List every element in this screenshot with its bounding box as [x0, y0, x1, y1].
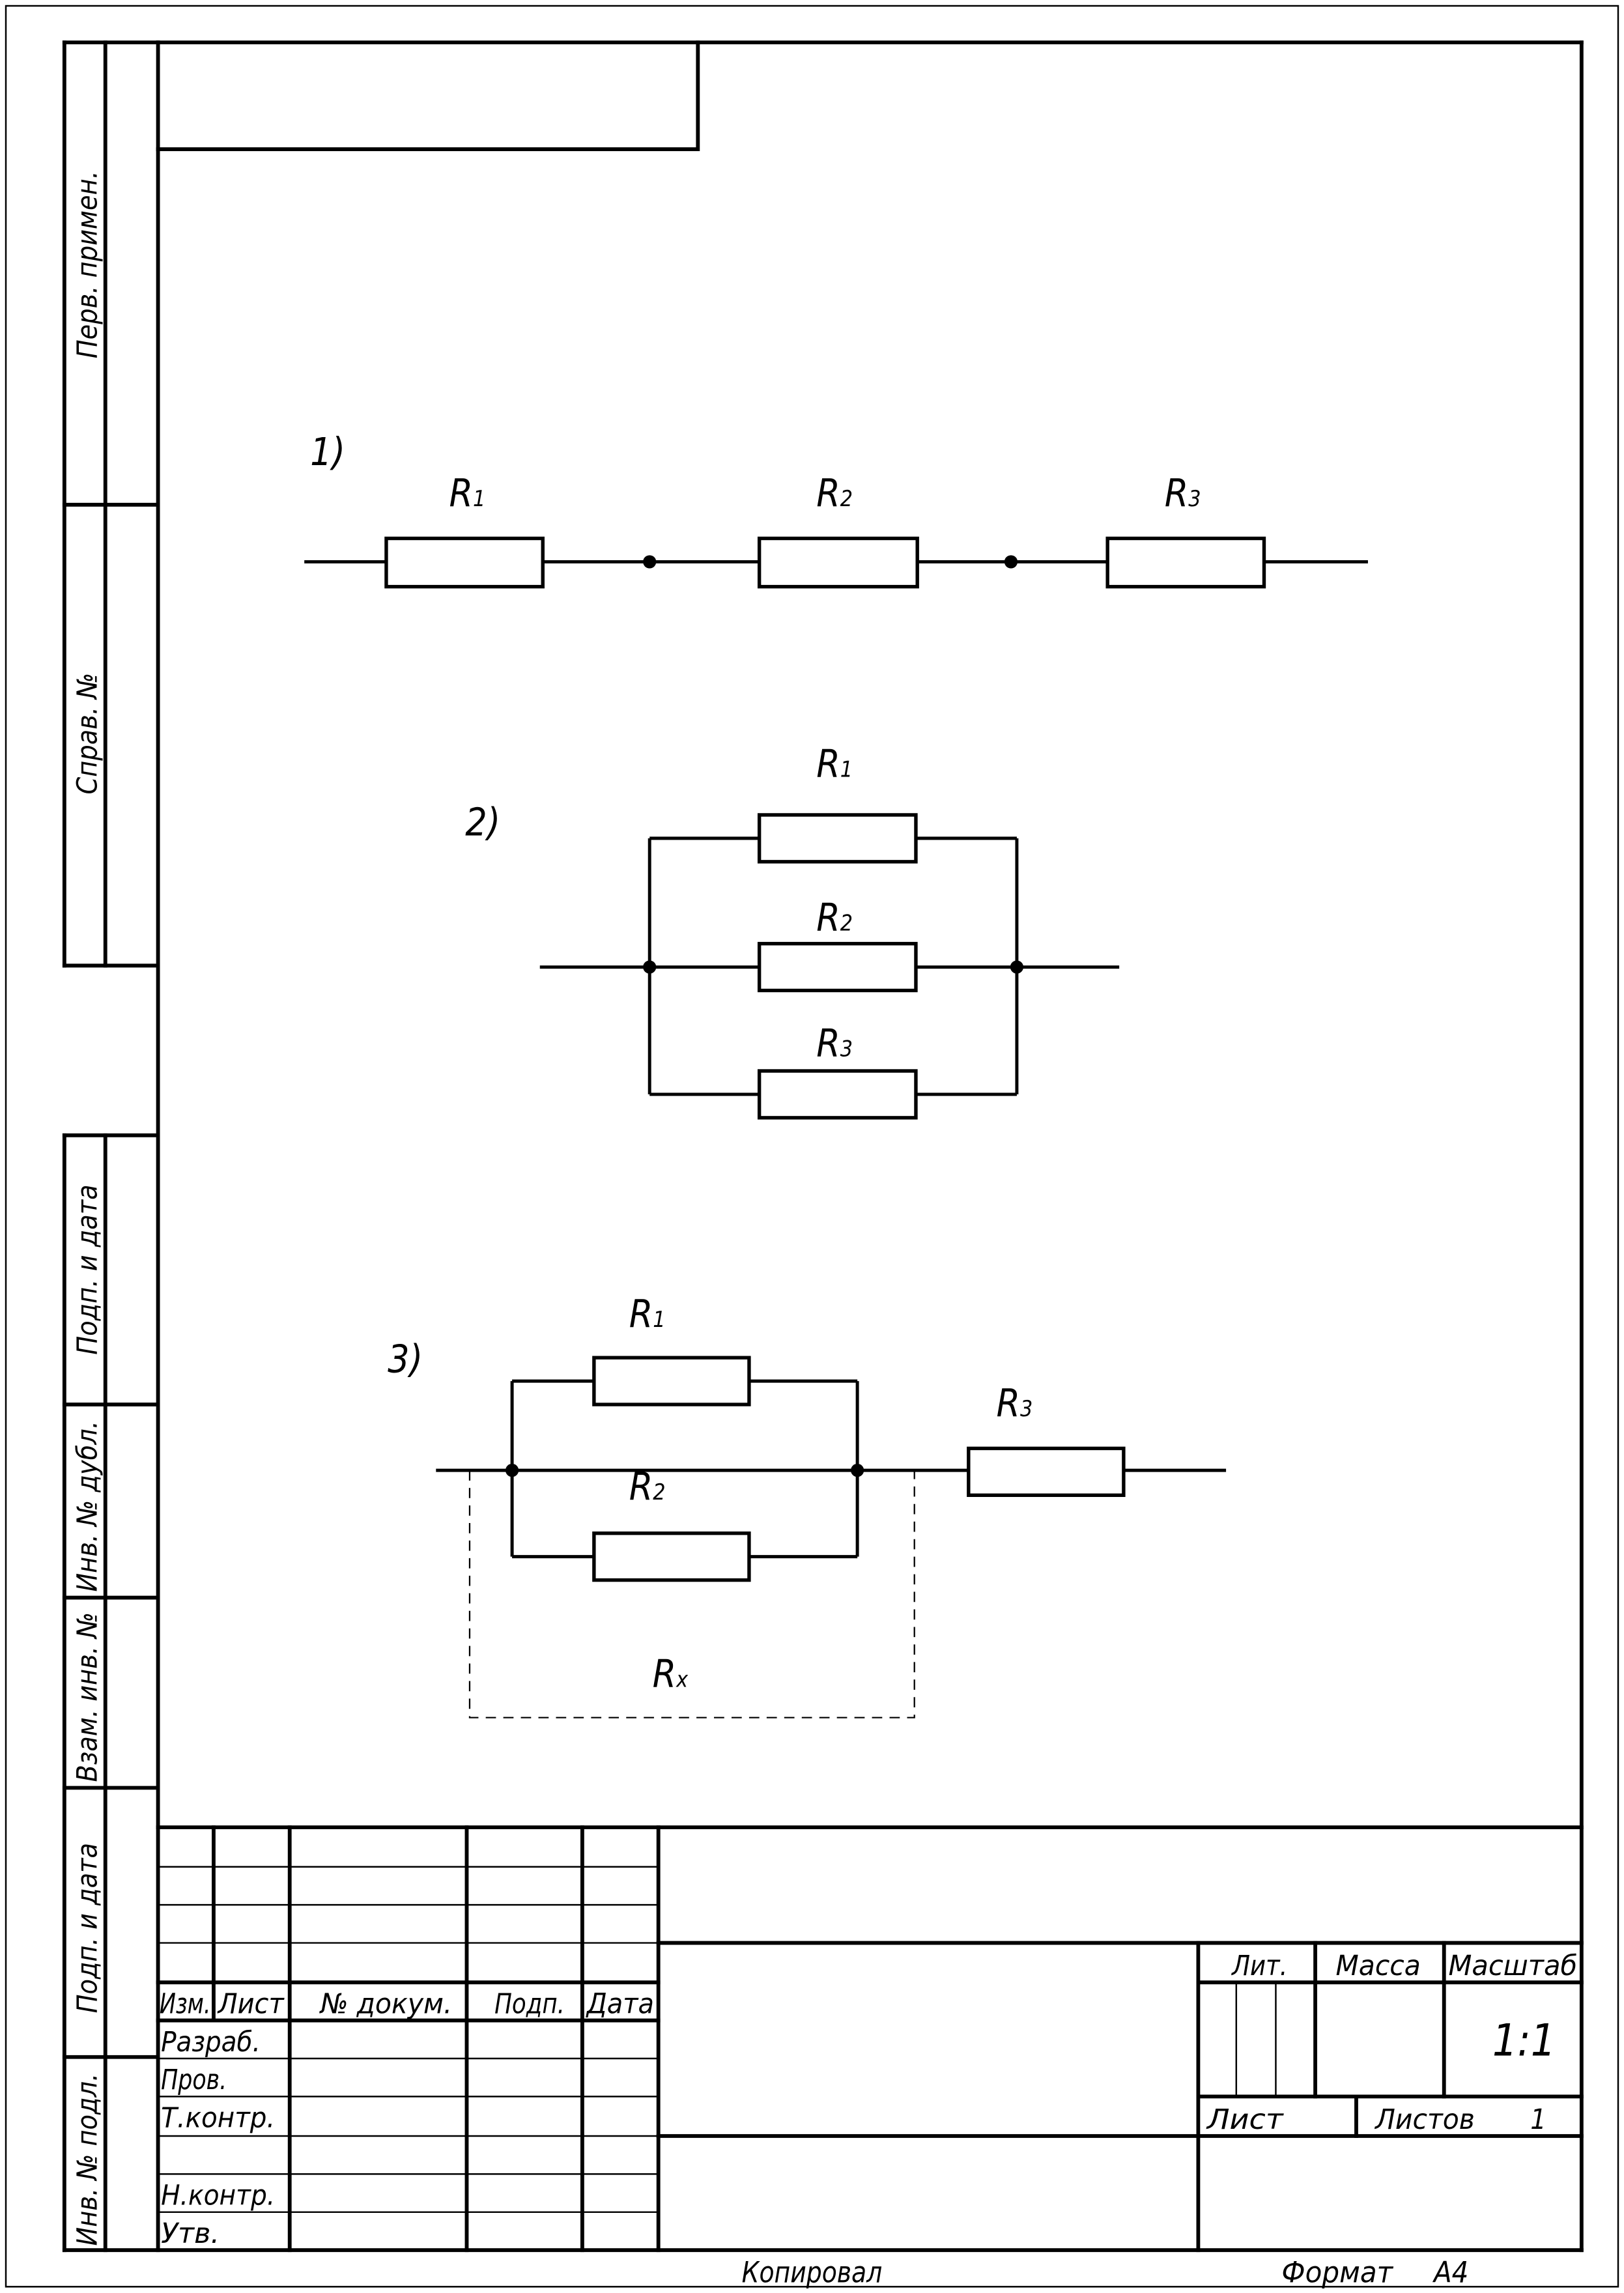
r2-subscript: 2 [653, 1479, 665, 1505]
title-block: Изм. Лист № докум. Подп. Дата Разраб. Пр… [156, 1825, 1584, 2253]
r3-label: R [1165, 471, 1188, 515]
circuit-2-parallel: 2) R1 R2 R3 [465, 742, 1120, 1120]
svg-text:R2: R2 [816, 471, 853, 515]
sheet-label: Лист [1205, 2103, 1284, 2136]
r1-label: R [629, 1292, 653, 1336]
r3-label: R [996, 1381, 1019, 1425]
resistor-r3 [967, 1446, 1126, 1498]
massa-label: Масса [1336, 1950, 1421, 1982]
kopiroval-label: Копировал [742, 2255, 883, 2290]
role-razrab: Разраб. [161, 2026, 261, 2058]
r3-subscript: 3 [1020, 1396, 1033, 1421]
footer: Копировал Формат A4 [742, 2255, 1469, 2290]
r3-subscript: 3 [1188, 486, 1201, 511]
role-utv: Утв. [161, 2217, 220, 2250]
resistor-r1 [757, 813, 918, 864]
rx-label: R [653, 1652, 676, 1696]
r1-label: R [449, 471, 473, 515]
main-frame [62, 40, 1584, 2253]
outer-border [5, 5, 1619, 2288]
r1-subscript: 1 [653, 1307, 665, 1332]
sheets-label: Листов [1374, 2103, 1475, 2136]
svg-text:R3: R3 [996, 1381, 1033, 1425]
header-izm: Изм. [160, 1987, 211, 2020]
junction-dot [1004, 555, 1018, 569]
header-data: Дата [586, 1987, 654, 2020]
circuit-3-label: 3) [388, 1337, 423, 1382]
svg-text:R3: R3 [1165, 471, 1201, 515]
r2-label: R [816, 895, 840, 939]
side-labels: Перв. примен. Справ. № Подп. и дата Инв.… [71, 171, 104, 2245]
circuit-1-label: 1) [310, 430, 345, 474]
resistor-r1 [592, 1356, 751, 1406]
label-perv-primen: Перв. примен. [71, 171, 104, 358]
svg-text:R2: R2 [629, 1464, 666, 1509]
svg-text:R3: R3 [816, 1021, 853, 1066]
r3-subscript: 3 [840, 1036, 853, 1062]
r1-subscript: 1 [840, 757, 853, 782]
header-doc-no: № докум. [319, 1987, 452, 2020]
resistor-r2 [757, 536, 919, 589]
format-value: A4 [1432, 2255, 1468, 2290]
svg-text:R1: R1 [816, 742, 853, 786]
resistor-r2 [592, 1531, 751, 1582]
r2-subscript: 2 [840, 910, 853, 935]
scale-value: 1:1 [1492, 2014, 1556, 2066]
r2-subscript: 2 [840, 486, 853, 511]
label-inv-dubl: Инв. № дубл. [71, 1421, 104, 1592]
header-list: Лист [217, 1987, 285, 2020]
role-t-kontr: Т.контр. [161, 2102, 275, 2135]
r1-label: R [816, 742, 840, 786]
svg-text:Rx: Rx [653, 1652, 689, 1696]
r2-label: R [816, 471, 840, 515]
svg-text:R1: R1 [449, 471, 486, 515]
r1-subscript: 1 [473, 486, 485, 511]
lit-label: Лит. [1231, 1950, 1287, 1982]
resistor-r3 [757, 1069, 918, 1120]
header-podp: Подп. [494, 1987, 565, 2020]
label-inv-podl: Инв. № подл. [71, 2073, 104, 2246]
sheets-value: 1 [1530, 2103, 1546, 2136]
resistor-r3 [1105, 536, 1266, 589]
r2-label: R [629, 1464, 653, 1509]
role-prov: Пров. [161, 2064, 227, 2096]
circuit-1-series: 1) R1 R2 R3 [304, 430, 1368, 589]
resistor-r1 [384, 536, 545, 589]
junction-dot [1010, 960, 1024, 974]
label-podp-data-1: Подп. и дата [71, 1184, 104, 1354]
circuit-2-label: 2) [465, 800, 500, 844]
rx-subscript: x [676, 1667, 689, 1692]
junction-dot [505, 1464, 519, 1477]
rx-equivalent-boundary [468, 1470, 915, 1718]
junction-dot [643, 960, 657, 974]
label-vzam-inv: Взам. инв. № [71, 1612, 104, 1782]
circuit-3-mixed: 3) R1 R2 R3 Rx [388, 1292, 1227, 1718]
svg-text:R1: R1 [629, 1292, 666, 1336]
junction-dot [851, 1464, 864, 1477]
resistor-r2 [757, 941, 918, 993]
format-label: Формат [1281, 2255, 1393, 2290]
r3-label: R [816, 1021, 840, 1066]
junction-dot [643, 555, 657, 569]
masshtab-label: Масштаб [1448, 1950, 1577, 1982]
svg-text:R2: R2 [816, 895, 853, 939]
label-podp-data-2: Подп. и дата [71, 1843, 104, 2013]
role-n-kontr: Н.контр. [161, 2180, 275, 2212]
label-sprav-no: Справ. № [71, 673, 104, 795]
